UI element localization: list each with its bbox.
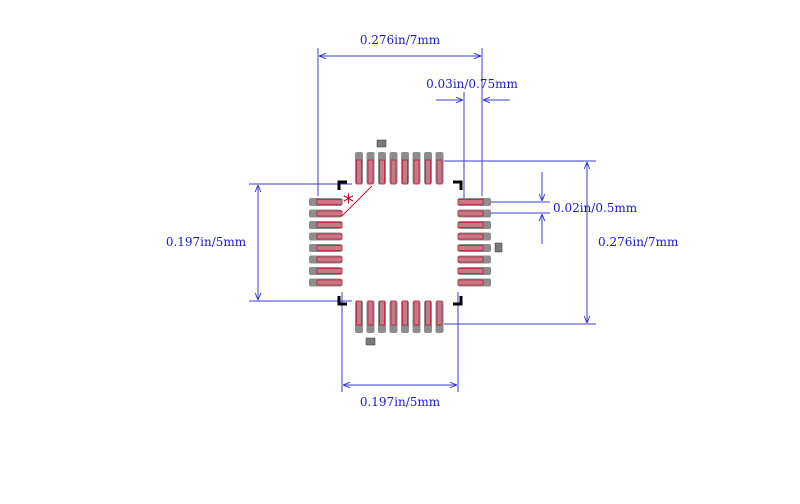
corner-top-left — [337, 180, 347, 190]
pin1-diagonal — [341, 185, 373, 217]
right-pad-3-copper — [457, 222, 484, 228]
top-pad-4-copper — [390, 159, 397, 185]
top-width-label: 0.276in/7mm — [360, 33, 441, 47]
bottom-pad-1-copper — [356, 300, 362, 326]
bottom-pad-6-copper — [413, 300, 420, 326]
left-height-label: 0.197in/5mm — [166, 235, 247, 249]
corner-bottom-right — [453, 296, 463, 306]
right-pad-8-copper — [457, 279, 484, 286]
left-pad-2-copper — [316, 210, 343, 217]
bottom-pad-8-copper — [436, 300, 443, 326]
ref-mark-top — [376, 139, 387, 148]
bottom-pad-3-copper — [379, 300, 385, 326]
left-pad-8-copper — [316, 279, 343, 286]
ref-mark-right — [494, 242, 503, 253]
pad-width-label: 0.03in/0.75mm — [426, 77, 518, 91]
pads-group — [309, 152, 491, 333]
left-pad-4-copper — [316, 233, 343, 240]
right-pad-7-copper — [457, 268, 484, 274]
right-height-label: 0.276in/7mm — [598, 235, 679, 249]
right-pad-2-copper — [457, 210, 484, 217]
left-pad-5-copper — [316, 245, 343, 251]
top-pad-8-copper — [436, 159, 443, 185]
bottom-pad-7-copper — [425, 300, 431, 326]
left-pad-1-copper — [316, 199, 343, 205]
package-body-corners — [337, 180, 463, 306]
bottom-pad-5-copper — [402, 300, 408, 326]
left-pad-3-copper — [316, 222, 343, 228]
right-pad-5-copper — [457, 245, 484, 251]
left-pad-6-copper — [316, 256, 343, 263]
left-pad-7-copper — [316, 268, 343, 274]
pin1-marker: * — [343, 191, 354, 216]
top-pad-5-copper — [402, 159, 408, 185]
top-pad-6-copper — [413, 159, 420, 185]
corner-bottom-left — [337, 296, 347, 306]
top-pad-3-copper — [379, 159, 385, 185]
right-pad-1-copper — [457, 199, 484, 205]
top-pad-2-copper — [367, 159, 374, 185]
dimension-lines — [249, 48, 596, 392]
right-pad-4-copper — [457, 233, 484, 240]
ref-mark-bottom — [365, 337, 376, 346]
top-pad-1-copper — [356, 159, 362, 185]
corner-top-right — [453, 180, 463, 190]
pitch-label: 0.02in/0.5mm — [553, 201, 638, 215]
right-pad-6-copper — [457, 256, 484, 263]
bottom-pad-2-copper — [367, 300, 374, 326]
bottom-width-label: 0.197in/5mm — [360, 395, 441, 409]
top-pad-7-copper — [425, 159, 431, 185]
bottom-pad-4-copper — [390, 300, 397, 326]
